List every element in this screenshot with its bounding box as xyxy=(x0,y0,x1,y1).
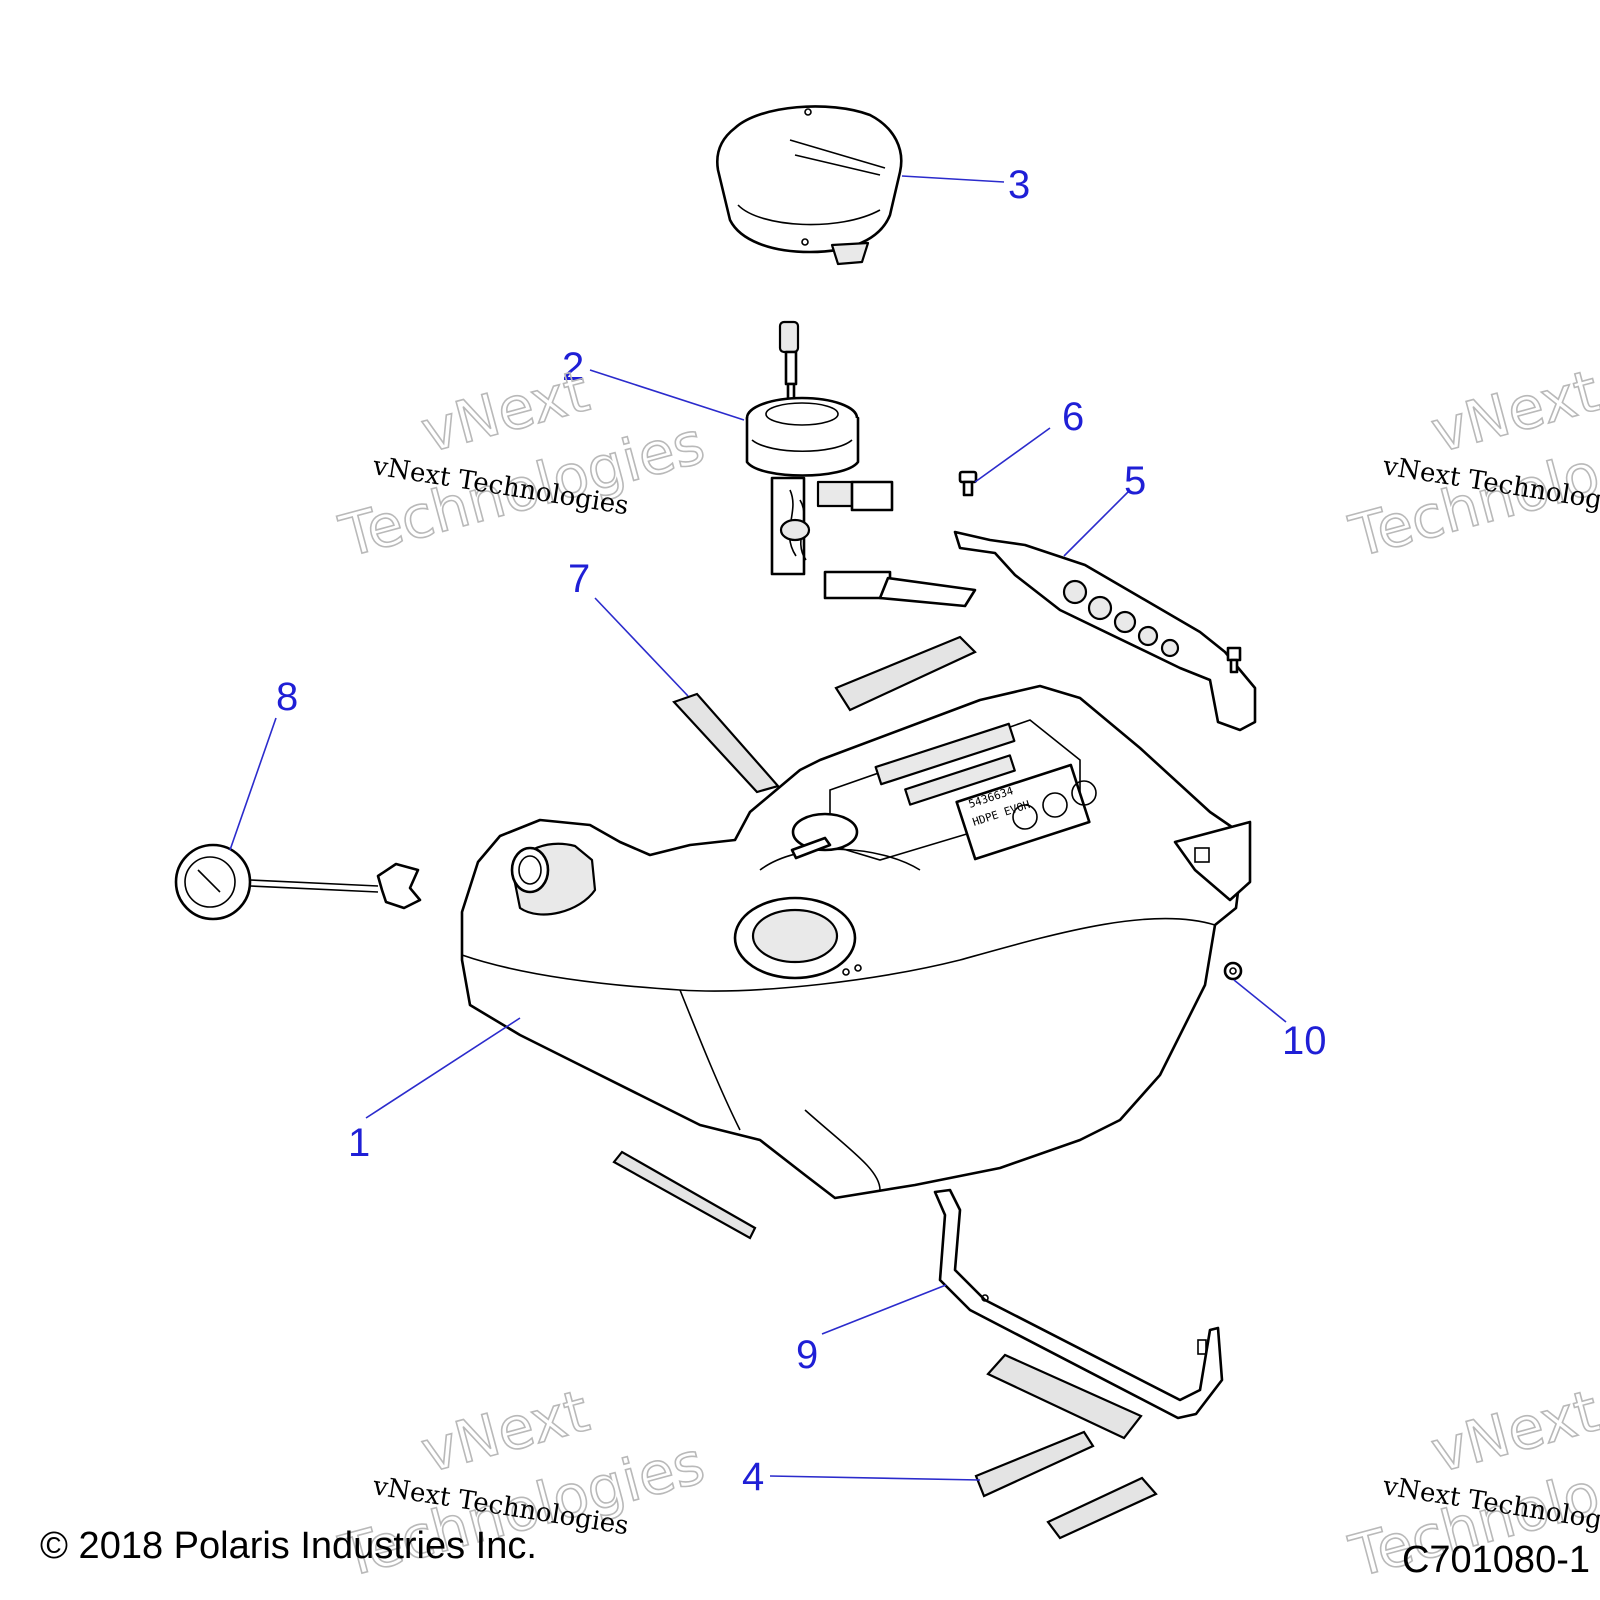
part-8-fuel-cap xyxy=(174,843,422,921)
leader-1 xyxy=(365,1017,521,1119)
leader-8 xyxy=(229,717,277,851)
leader-5 xyxy=(1063,489,1131,557)
part-6-bolt xyxy=(958,470,978,497)
leader-2 xyxy=(589,369,745,421)
callout-3: 3 xyxy=(1008,163,1030,207)
leader-7 xyxy=(594,597,689,697)
callout-7: 7 xyxy=(568,557,590,601)
callout-1: 1 xyxy=(348,1121,370,1165)
part-1-fuel-tank: 5436634 HDPE EVOH xyxy=(460,684,1252,1200)
part-9-strap xyxy=(933,1188,1224,1420)
leader-4 xyxy=(769,1475,981,1481)
part-4-pads xyxy=(612,1150,1158,1540)
figure-code: C701080-1 xyxy=(1402,1539,1590,1581)
leader-3 xyxy=(901,175,1005,183)
callout-2: 2 xyxy=(562,345,584,389)
callout-labels: 3 2 6 5 7 8 1 10 9 4 xyxy=(276,163,1327,1499)
part-10-nut xyxy=(1223,961,1243,981)
part-5-bracket xyxy=(953,530,1257,732)
callout-5: 5 xyxy=(1124,459,1146,503)
leader-lines xyxy=(229,175,1287,1481)
leader-10 xyxy=(1233,979,1287,1023)
callout-9: 9 xyxy=(796,1333,818,1377)
callout-4: 4 xyxy=(742,1455,764,1499)
leader-6 xyxy=(974,427,1051,483)
part-3-pump-cover xyxy=(716,105,903,266)
callout-6: 6 xyxy=(1062,395,1084,439)
part-7-pads xyxy=(672,635,977,794)
part-2-fuel-pump xyxy=(745,320,977,608)
leader-9 xyxy=(821,1284,947,1335)
callout-8: 8 xyxy=(276,675,298,719)
copyright-notice: © 2018 Polaris Industries Inc. xyxy=(40,1525,537,1567)
callout-10: 10 xyxy=(1282,1019,1327,1063)
